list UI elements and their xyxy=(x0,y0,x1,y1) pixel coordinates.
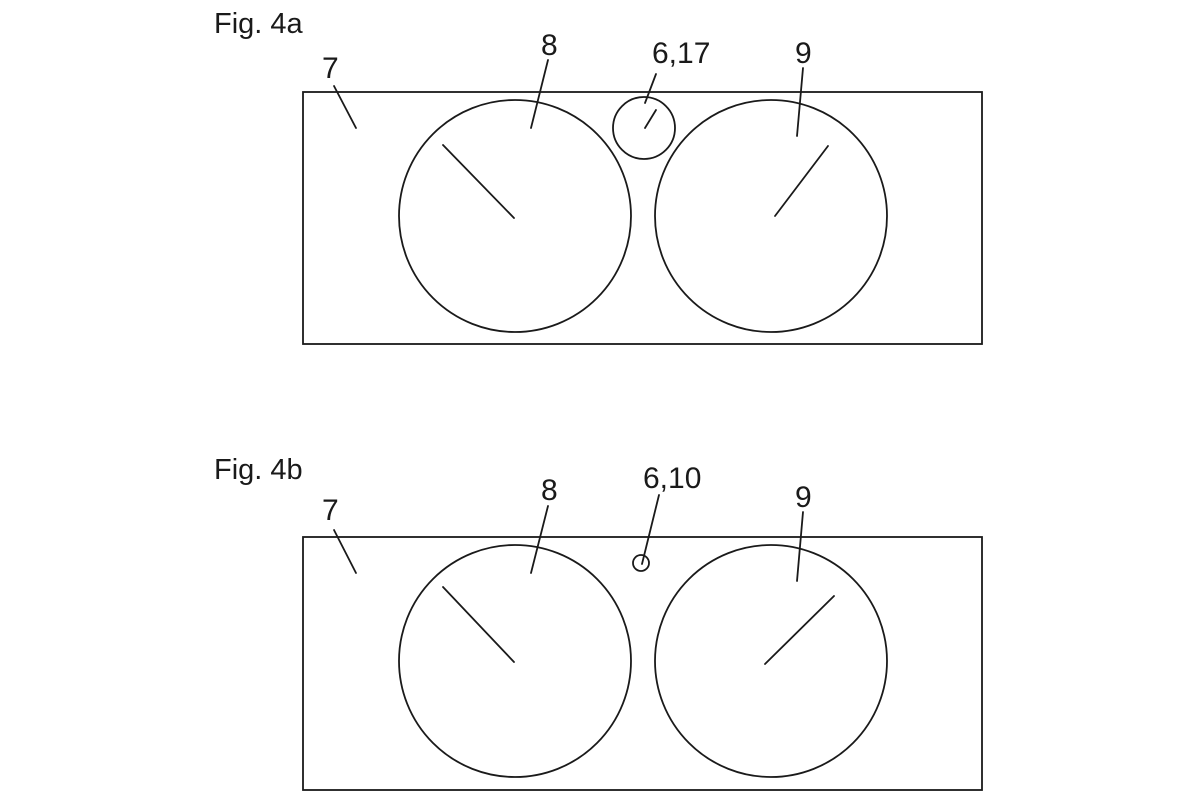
figure-4b-right-dial xyxy=(654,544,888,778)
figure-4b-label-right-dial: 9 xyxy=(795,481,812,514)
figure-4a-label-housing: 7 xyxy=(322,52,339,85)
figure-4a-indicator xyxy=(612,96,676,160)
figure-4a-title: Fig. 4a xyxy=(214,8,304,40)
figure-4a-left-dial xyxy=(398,99,632,333)
figure-4b-leader-left-dial xyxy=(530,505,549,574)
figure-4b-leader-housing xyxy=(333,529,357,574)
figure-4a: Fig. 4a 7 8 6,17 9 xyxy=(214,8,983,345)
figure-4b: Fig. 4b 7 8 6,10 9 xyxy=(214,454,983,791)
figure-4a-leader-housing xyxy=(333,85,357,129)
figure-4b-title: Fig. 4b xyxy=(214,454,303,486)
figure-4b-left-dial-needle xyxy=(442,586,515,663)
figure-4b-indicator xyxy=(632,554,650,572)
figure-4b-left-dial xyxy=(398,544,632,778)
figure-4a-right-dial xyxy=(654,99,888,333)
figure-4a-housing xyxy=(302,91,983,345)
figure-4a-label-indicator: 6,17 xyxy=(652,37,710,70)
figure-4b-housing xyxy=(302,536,983,791)
figure-4b-label-left-dial: 8 xyxy=(541,474,558,507)
figure-4a-label-right-dial: 9 xyxy=(795,37,812,70)
figure-4a-leader-indicator xyxy=(644,73,657,104)
figure-4a-indicator-needle xyxy=(644,109,657,129)
figure-4a-leader-right-dial xyxy=(796,67,804,137)
figure-4a-right-dial-needle xyxy=(774,145,829,217)
figure-4b-leader-indicator xyxy=(641,494,660,565)
figure-4a-left-dial-needle xyxy=(442,144,515,219)
figure-4b-right-dial-needle xyxy=(764,595,835,665)
figure-4b-label-housing: 7 xyxy=(322,494,339,527)
figure-4a-label-left-dial: 8 xyxy=(541,29,558,62)
figure-4a-leader-left-dial xyxy=(530,59,549,129)
figure-4b-leader-right-dial xyxy=(796,511,804,582)
figure-4b-label-indicator: 6,10 xyxy=(643,462,701,495)
